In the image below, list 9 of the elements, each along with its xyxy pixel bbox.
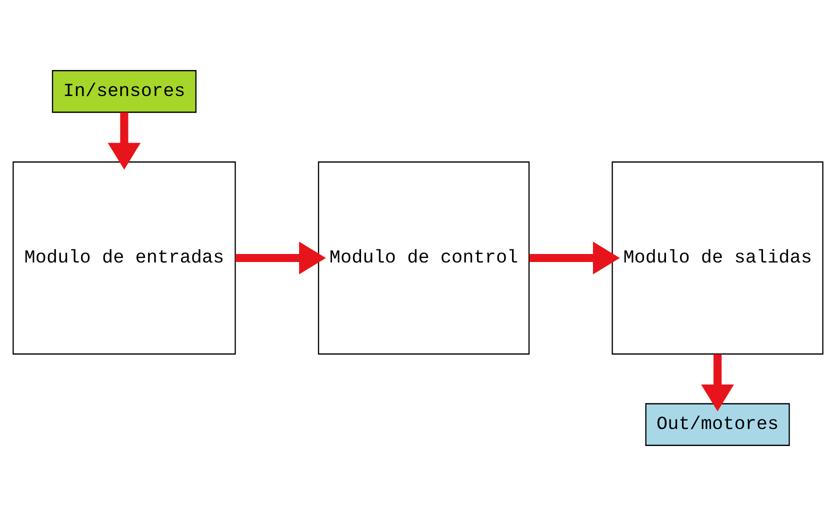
arrow: [529, 242, 620, 274]
node-box: Modulo de salidas: [612, 161, 824, 355]
arrow: [701, 354, 734, 412]
arrow: [235, 242, 326, 274]
node-box: Modulo de entradas: [12, 161, 236, 355]
node-box: Out/motores: [645, 403, 790, 446]
arrow: [108, 112, 141, 170]
node-box: Modulo de control: [318, 161, 530, 355]
node-box: In/sensores: [52, 70, 196, 113]
